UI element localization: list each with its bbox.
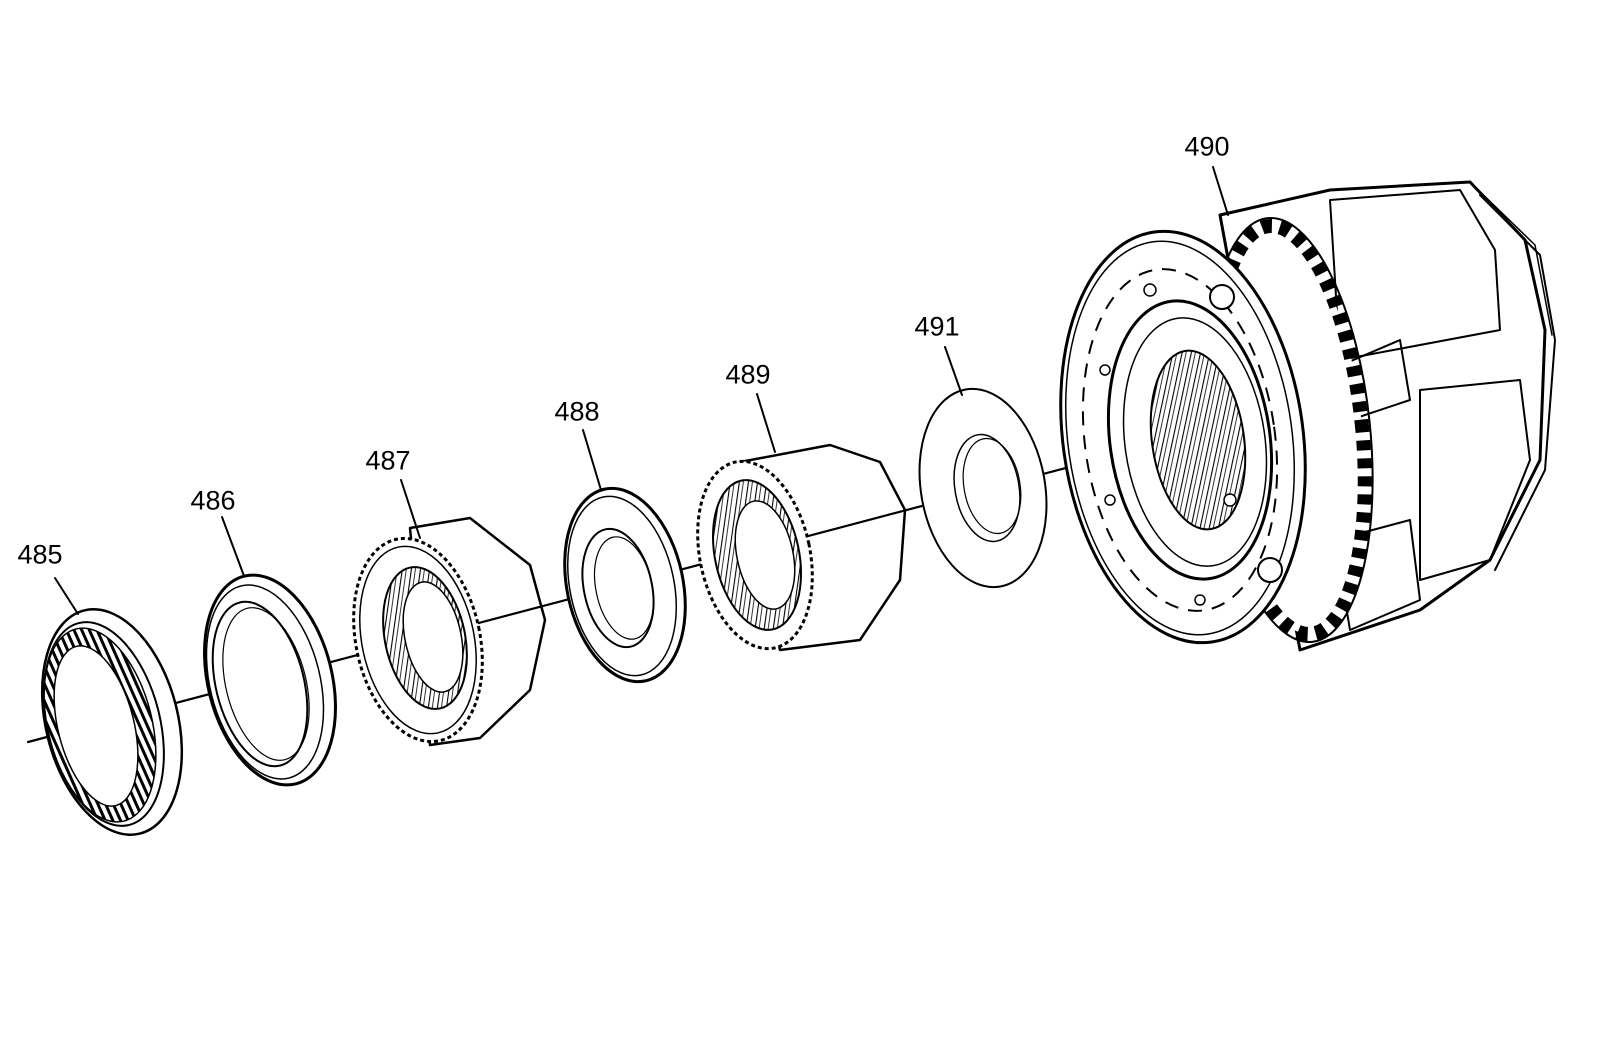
leader-line-487	[400, 479, 421, 539]
leader-line-486	[221, 516, 245, 577]
leader-line-489	[756, 393, 776, 453]
leader-line-490	[1212, 166, 1229, 216]
part-489-gear-drawing	[696, 443, 907, 652]
leader-line-485	[54, 577, 79, 615]
callout-489: 489	[725, 359, 771, 390]
callout-490: 490	[1184, 131, 1230, 162]
part-488-washer-drawing	[563, 486, 687, 684]
part-485-bearing-drawing	[40, 608, 184, 836]
callout-491: 491	[914, 311, 960, 342]
leader-line-488	[582, 429, 602, 491]
part-487-gear-drawing	[352, 516, 547, 747]
callout-488: 488	[554, 396, 600, 427]
part-491-washer-drawing	[918, 387, 1048, 589]
leader-line-491	[944, 346, 963, 396]
callout-486: 486	[190, 485, 236, 516]
part-486-ring-drawing	[203, 573, 337, 787]
part-490-carrier-drawing	[1059, 180, 1556, 652]
callout-487: 487	[365, 445, 411, 476]
callout-485: 485	[17, 539, 63, 570]
